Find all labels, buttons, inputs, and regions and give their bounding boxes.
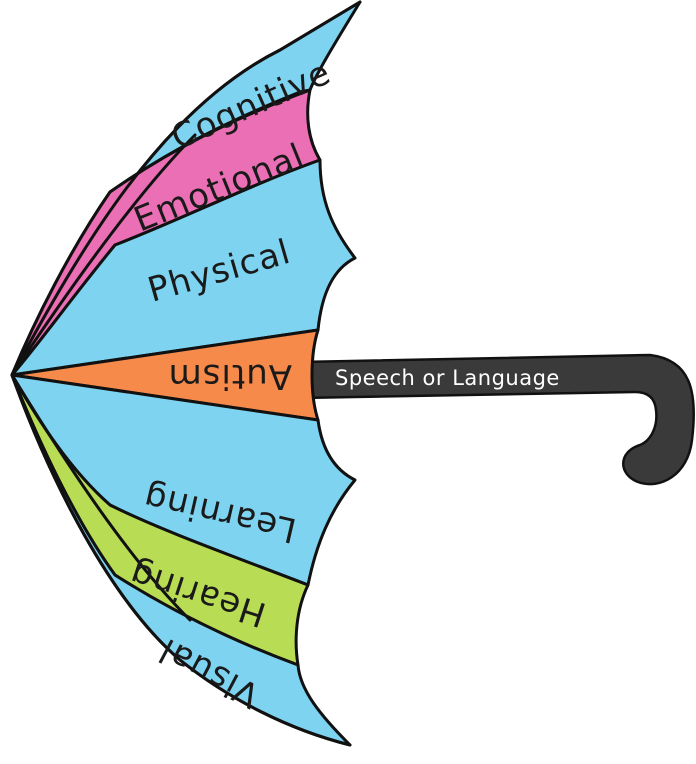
rib-top [10,0,362,377]
rib-inner [10,133,197,377]
rib-bottom [10,373,352,747]
label-autism: Autism [168,356,292,396]
rib-inner-lower [10,373,192,622]
handle-label: Speech or Language [335,366,560,390]
umbrella-handle [298,353,695,486]
